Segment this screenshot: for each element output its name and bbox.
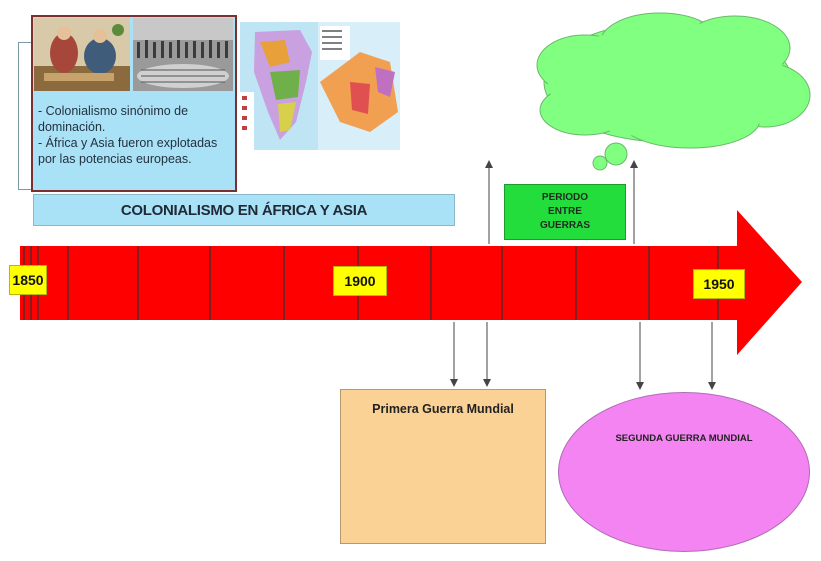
colonialismo-banner: COLONIALISMO EN ÁFRICA Y ASIA — [33, 194, 455, 226]
primera-guerra-label: Primera Guerra Mundial — [372, 402, 514, 416]
year-label-1900: 1900 — [333, 266, 387, 296]
periodo-entre-guerras-box: PERIODO ENTRE GUERRAS — [504, 184, 626, 240]
info-line: dominación. — [38, 120, 106, 134]
timeline-arrow — [20, 210, 802, 355]
primera-guerra-box: Primera Guerra Mundial — [340, 389, 546, 544]
info-line: - África y Asia fueron explotadas — [38, 136, 218, 150]
periodo-line: ENTRE — [548, 206, 582, 217]
card-bracket — [18, 42, 32, 190]
year-label-1950: 1950 — [693, 269, 745, 299]
connector-arrows — [450, 160, 716, 390]
info-card-text: - Colonialismo sinónimo de dominación. -… — [38, 103, 234, 167]
periodo-line: PERIODO — [541, 192, 589, 203]
year-label-1850: 1850 — [9, 265, 47, 295]
segunda-guerra-label: SEGUNDA GUERRA MUNDIAL — [615, 433, 753, 444]
colonial-maps-image — [240, 22, 400, 150]
colonial-caricature-image — [34, 18, 130, 91]
info-line: por las potencias europeas. — [38, 152, 192, 166]
periodo-line: GUERRAS — [539, 220, 590, 231]
info-line: - Colonialismo sinónimo de — [38, 104, 189, 118]
colonial-photo-image — [133, 18, 233, 91]
segunda-guerra-ellipse: SEGUNDA GUERRA MUNDIAL — [558, 392, 810, 552]
